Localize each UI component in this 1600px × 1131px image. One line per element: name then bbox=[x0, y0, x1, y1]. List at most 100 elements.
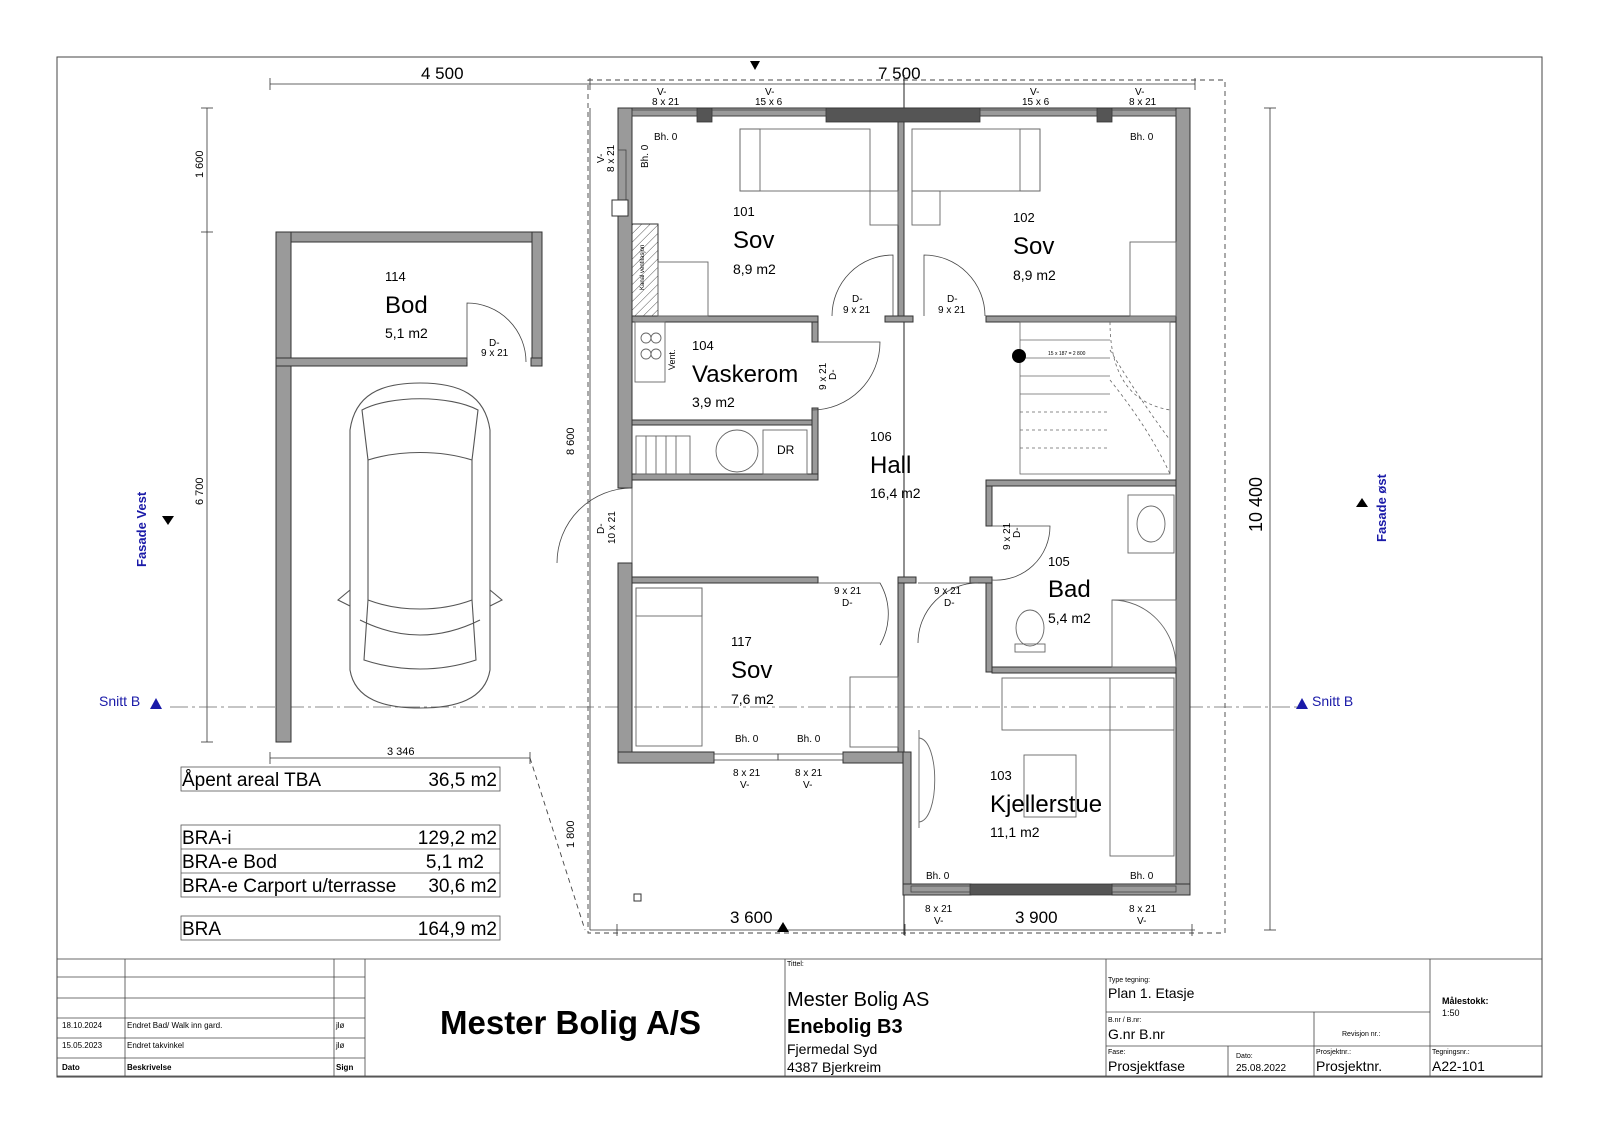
dim-bottom-left: 3 600 bbox=[730, 908, 773, 927]
sill-label-3: Bh. 0 bbox=[640, 144, 651, 168]
sill-label-5: Bh. 0 bbox=[797, 734, 821, 745]
room-101-id: 101 bbox=[733, 204, 755, 219]
room-101-name: Sov bbox=[733, 227, 774, 254]
window-bands bbox=[696, 107, 1113, 896]
facade-west-arrow-icon bbox=[162, 516, 174, 525]
win-bottom-2-type: V- bbox=[803, 780, 812, 791]
room-114-id: 114 bbox=[385, 269, 406, 284]
room-102: 102 Sov 8,9 m2 bbox=[1013, 210, 1056, 283]
win-bottom-4-type: V- bbox=[1137, 916, 1146, 927]
room-104-area: 3,9 m2 bbox=[692, 394, 735, 410]
date-value: 25.08.2022 bbox=[1236, 1063, 1286, 1074]
rev-1-sign: jlø bbox=[335, 1021, 345, 1030]
dim-bottom-right: 3 900 bbox=[1015, 908, 1058, 927]
stair-marker-icon bbox=[1012, 349, 1026, 363]
window-frames bbox=[617, 109, 1177, 893]
project-name: Enebolig B3 bbox=[787, 1016, 903, 1038]
room-105-area: 5,4 m2 bbox=[1048, 610, 1091, 626]
drawing-type: Plan 1. Etasje bbox=[1108, 985, 1195, 1001]
rev-2-sign: jlø bbox=[335, 1041, 345, 1050]
room-114-name: Bod bbox=[385, 292, 428, 319]
door-105-size: 9 x 21 bbox=[1002, 522, 1013, 550]
rev-1-desc: Endret Bad/ Walk inn gard. bbox=[127, 1021, 222, 1030]
win-top-4-size: 8 x 21 bbox=[1129, 97, 1157, 108]
facade-east-arrow-icon bbox=[1356, 498, 1368, 507]
section-left-label: Snitt B bbox=[99, 693, 140, 709]
rev-2-date: 15.05.2023 bbox=[62, 1041, 103, 1050]
bra-e-bod-label: BRA-e Bod bbox=[182, 852, 277, 873]
facade-west-label: Fasade Vest bbox=[134, 491, 149, 567]
scale-label: Målestokk: bbox=[1442, 996, 1489, 1006]
bra-total-label: BRA bbox=[182, 919, 221, 940]
drawing-type-label: Type tegning: bbox=[1108, 977, 1150, 984]
door-102-type: D- bbox=[947, 294, 958, 305]
room-105-name: Bad bbox=[1048, 576, 1091, 603]
rev-1-date: 18.10.2024 bbox=[62, 1021, 103, 1030]
room-102-area: 8,9 m2 bbox=[1013, 267, 1056, 283]
room-104-id: 104 bbox=[692, 338, 714, 353]
client-name: Mester Bolig AS bbox=[787, 989, 929, 1011]
win-bottom-3-type: V- bbox=[934, 916, 943, 927]
room-103-name: Kjellerstue bbox=[990, 791, 1102, 818]
door-104-type: D- bbox=[828, 369, 839, 380]
room-104-name: Vaskerom bbox=[692, 361, 798, 388]
dim-left-upper: 1 600 bbox=[194, 150, 206, 178]
door-117-type: D- bbox=[842, 598, 853, 609]
room-103-id: 103 bbox=[990, 768, 1012, 783]
room-103-area: 11,1 m2 bbox=[990, 824, 1040, 840]
win-top-2-type: V- bbox=[765, 87, 774, 98]
projnr-value: Prosjektnr. bbox=[1316, 1058, 1382, 1074]
date-label: Dato: bbox=[1236, 1053, 1253, 1060]
dim-left-lower: 6 700 bbox=[194, 477, 206, 505]
projnr-label: Prosjektnr.: bbox=[1316, 1049, 1351, 1056]
sill-label-2: Bh. 0 bbox=[1130, 132, 1154, 143]
area-table-open bbox=[180, 766, 501, 792]
win-bottom-1-type: V- bbox=[740, 780, 749, 791]
room-117-area: 7,6 m2 bbox=[731, 691, 774, 707]
sheet-border bbox=[56, 56, 1543, 1078]
win-top-3-size: 15 x 6 bbox=[1022, 97, 1050, 108]
room-106-id: 106 bbox=[870, 429, 892, 444]
place-name: Fjermedal Syd bbox=[787, 1041, 877, 1057]
win-bottom-4-size: 8 x 21 bbox=[1129, 904, 1157, 915]
rev-2-desc: Endret takvinkel bbox=[127, 1041, 184, 1050]
car-icon bbox=[337, 382, 503, 709]
room-104: 104 Vaskerom 3,9 m2 bbox=[692, 338, 798, 410]
bottom-marker-icon bbox=[777, 922, 789, 932]
win-top-4-type: V- bbox=[1135, 87, 1144, 98]
bra-i-value: 129,2 m2 bbox=[418, 828, 497, 849]
dim-top-right: 7 500 bbox=[878, 64, 921, 83]
room-101: 101 Sov 8,9 m2 bbox=[733, 204, 776, 277]
room-106-name: Hall bbox=[870, 452, 911, 479]
door-entry-type: D- bbox=[596, 523, 607, 534]
phase-value: Prosjektfase bbox=[1108, 1058, 1185, 1074]
bra-e-carport-label: BRA-e Carport u/terrasse bbox=[182, 876, 396, 897]
door-bod-size: 9 x 21 bbox=[481, 348, 509, 359]
open-area-value: 36,5 m2 bbox=[428, 770, 497, 791]
open-area-label: Åpent areal TBA bbox=[182, 770, 321, 791]
company-name: Mester Bolig A/S bbox=[440, 1004, 701, 1041]
dim-top-left: 4 500 bbox=[421, 64, 464, 83]
title-label: Tittel: bbox=[787, 961, 804, 968]
bra-total-value: 164,9 m2 bbox=[418, 919, 497, 940]
win-left-size: 8 x 21 bbox=[606, 144, 617, 172]
door-101-size: 9 x 21 bbox=[843, 305, 871, 316]
dim-left-bottom: 1 800 bbox=[565, 820, 577, 848]
door-entry-size: 10 x 21 bbox=[607, 511, 618, 544]
room-106: 106 Hall 16,4 m2 bbox=[870, 429, 921, 501]
area-table-main bbox=[180, 824, 501, 941]
chimney-label: Kanal ventilasjon bbox=[640, 245, 646, 290]
dim-left-mid: 8 600 bbox=[565, 427, 577, 455]
facade-east-label: Fasade øst bbox=[1374, 473, 1389, 542]
stair bbox=[1019, 321, 1171, 475]
vent-box bbox=[611, 199, 629, 217]
win-bottom-3-size: 8 x 21 bbox=[925, 904, 953, 915]
win-top-3-type: V- bbox=[1030, 87, 1039, 98]
door-swings bbox=[556, 254, 1051, 646]
sill-label-6: Bh. 0 bbox=[926, 871, 950, 882]
room-102-id: 102 bbox=[1013, 210, 1035, 225]
dimension-lines bbox=[201, 78, 1276, 936]
room-101-area: 8,9 m2 bbox=[733, 261, 776, 277]
bod-walls bbox=[275, 231, 543, 743]
room-117-name: Sov bbox=[731, 657, 772, 684]
